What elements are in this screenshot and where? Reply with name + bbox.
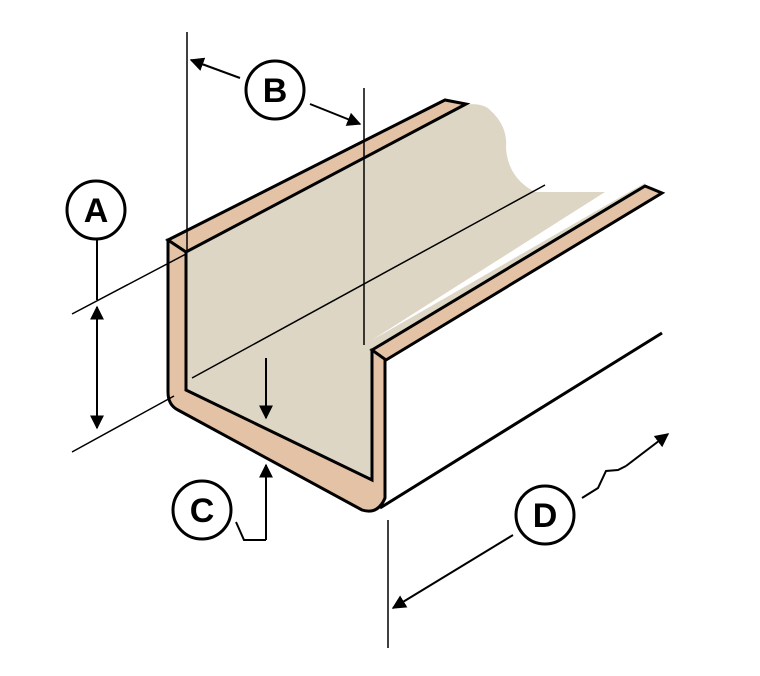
label-b: B: [263, 72, 288, 110]
floor-center-line: [191, 184, 546, 379]
dim-b-arrow-right: [309, 103, 362, 126]
dim-c-leader: [235, 521, 266, 541]
dim-d-arrow-left: [391, 534, 514, 609]
dim-d-break-line: [581, 465, 627, 499]
label-a: A: [84, 192, 109, 230]
dim-d-arrow-right: [625, 433, 670, 467]
ext-line-a-bottom: [71, 395, 175, 453]
label-c: C: [190, 492, 215, 530]
label-d-callout: D: [514, 484, 576, 546]
channel-floor: [185, 192, 605, 482]
label-d: D: [533, 497, 558, 535]
label-b-callout: B: [244, 59, 306, 121]
outer-bottom-edge: [379, 331, 663, 510]
label-c-callout: C: [171, 479, 233, 541]
ext-line-a-top: [71, 253, 187, 315]
label-a-callout: A: [65, 179, 127, 241]
outer-side-face: [374, 185, 660, 500]
inner-left-wall: [185, 104, 535, 382]
left-top-edge: [165, 98, 471, 254]
dim-b-arrow-left: [189, 57, 241, 79]
right-top-edge: [369, 184, 666, 362]
